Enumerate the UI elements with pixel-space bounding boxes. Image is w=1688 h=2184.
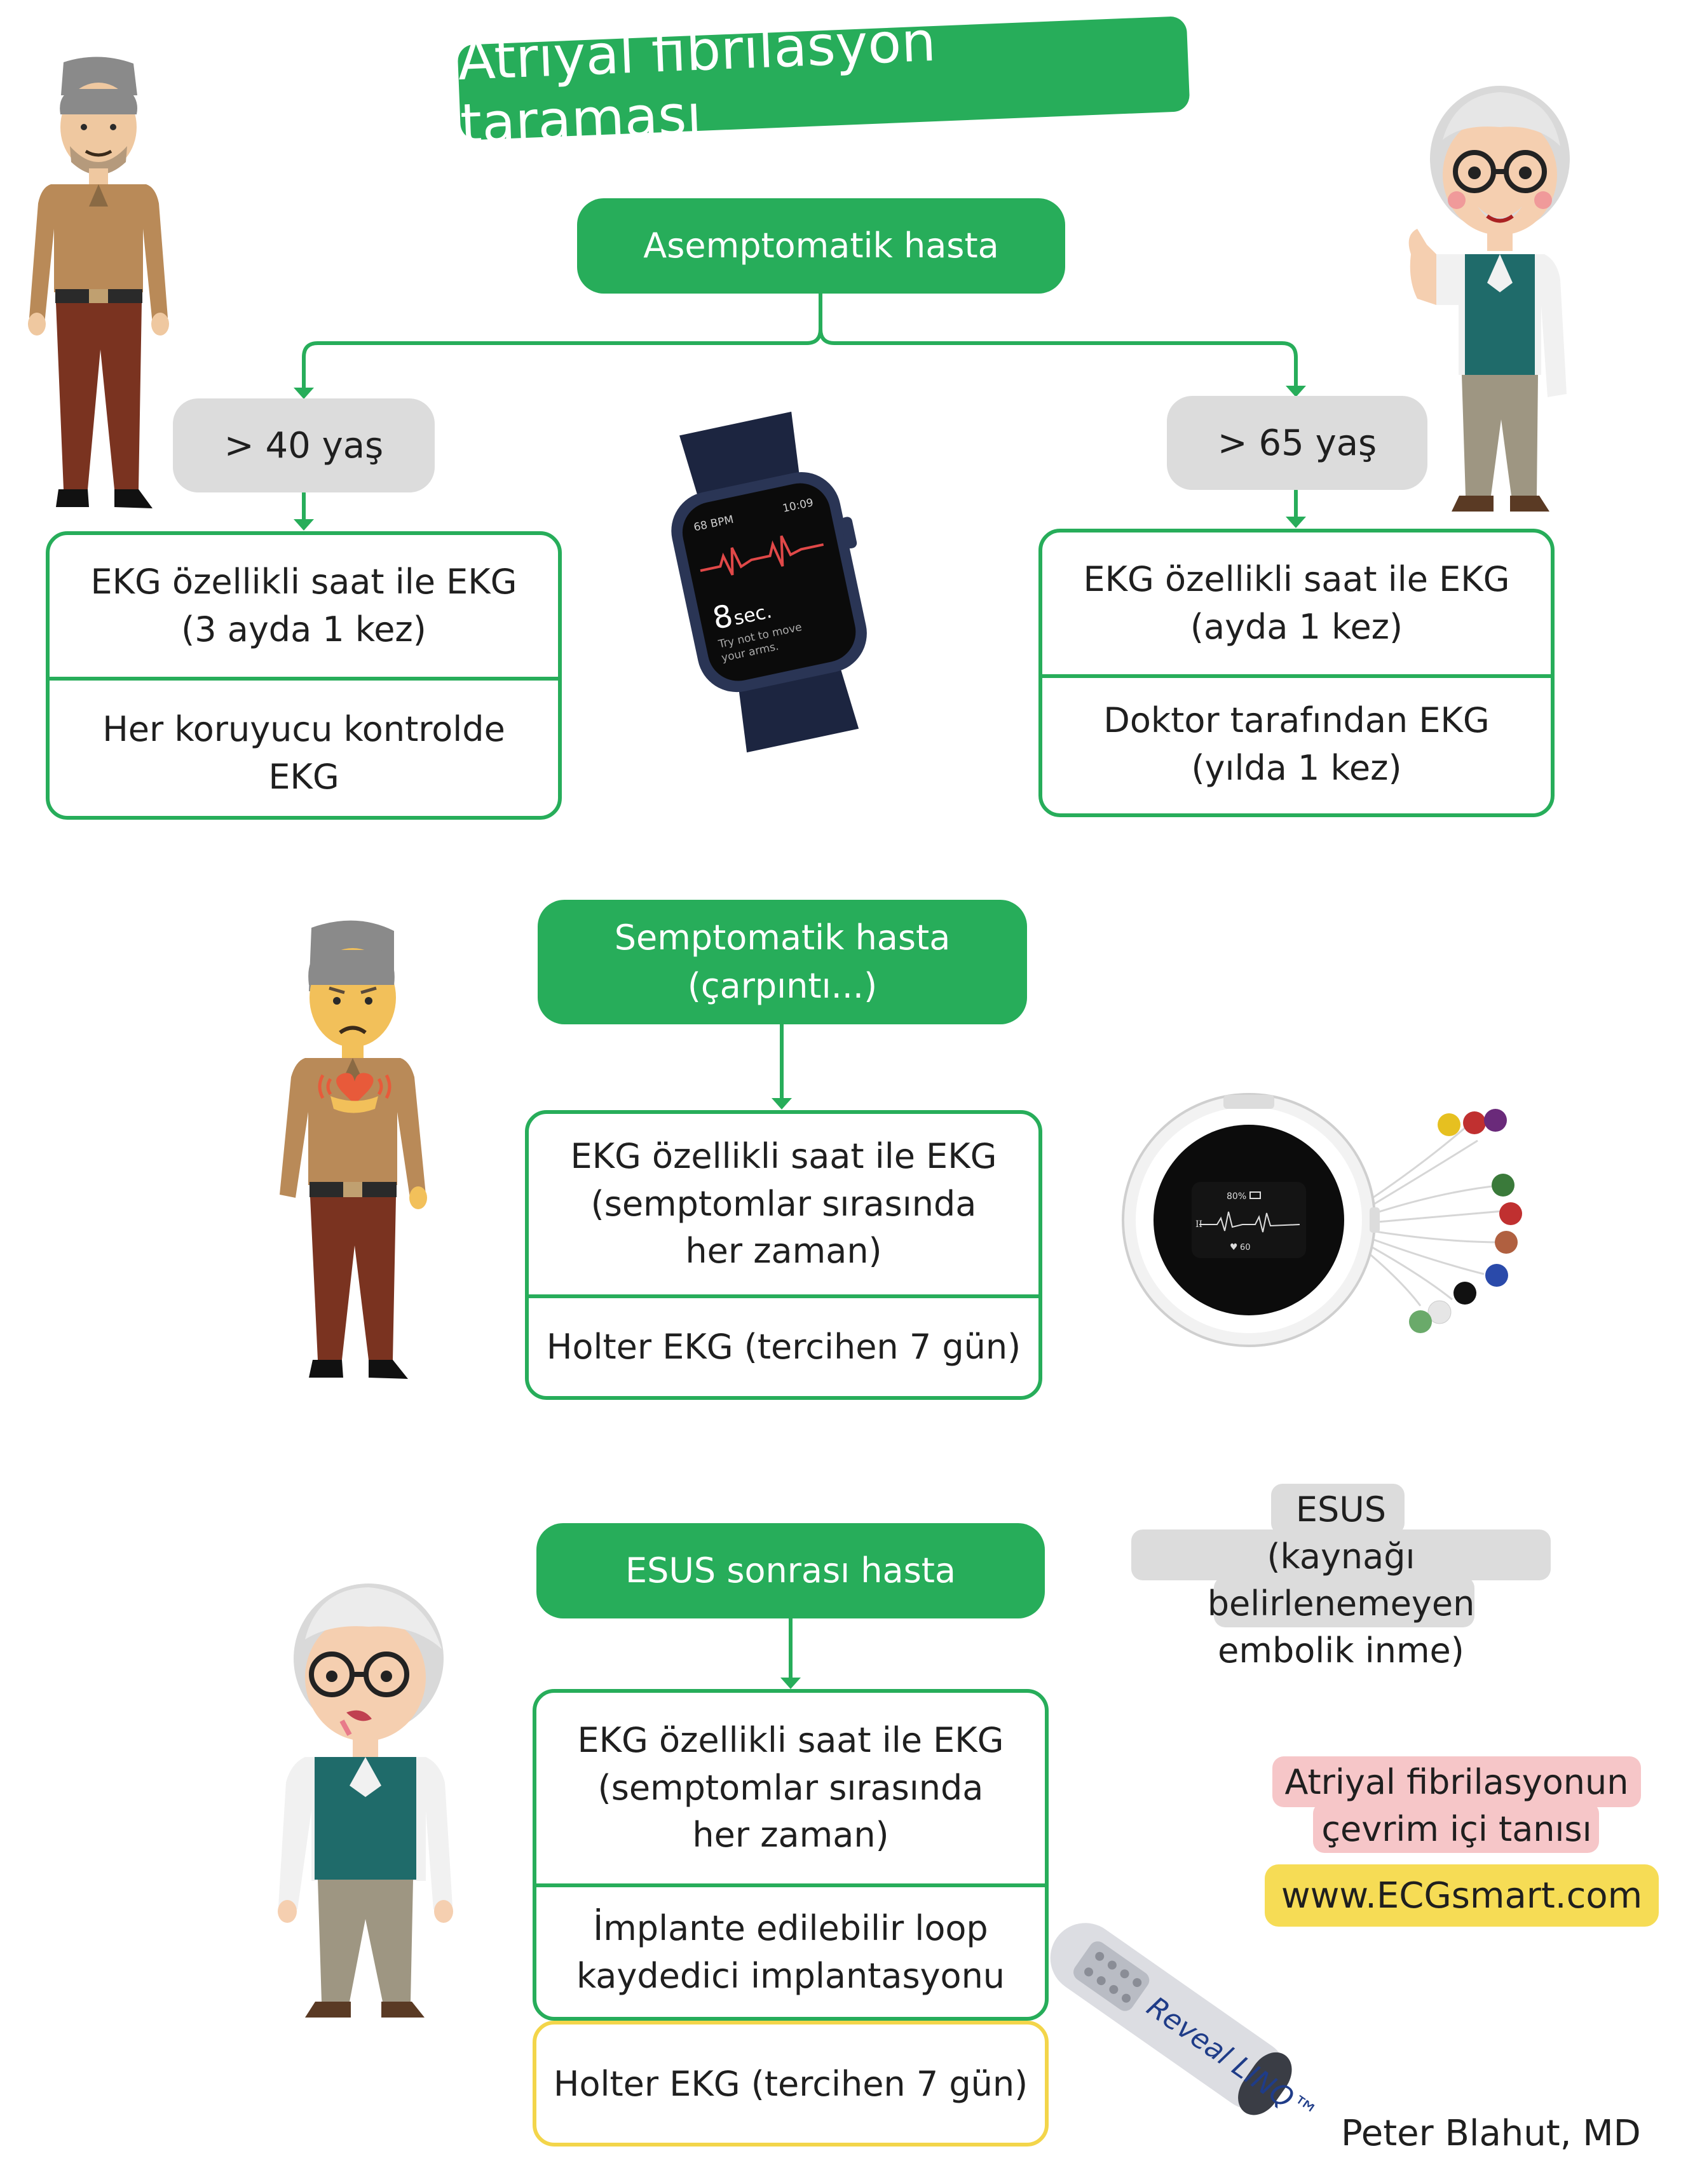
right-box-divider [1042,674,1551,678]
esus-box-line3: her zaman) [692,1815,889,1855]
esus-def-bg2 [1131,1529,1551,1580]
holter-battery: 80% [1227,1191,1246,1202]
left-box-bottom: Her koruyucu kontrolde EKG [50,681,558,797]
man-character-icon [28,57,169,508]
right-box-bottom-line1: Doktor tarafından EKG [1103,700,1490,741]
esus-box-mid-line1: İmplante edilebilir loop [593,1908,988,1949]
holter-heart-icon: ♥ [1230,1242,1238,1252]
holter-hr: 60 [1240,1243,1251,1252]
left-box-top-line1: EKG özellikli saat ile EKG [90,561,517,602]
esus-def-line1: ESUS [1295,1489,1387,1529]
left-screening-box: EKG özellikli saat ile EKG (3 ayda 1 kez… [46,531,562,820]
esus-box-divider [536,1883,1045,1887]
right-box-bottom: Doktor tarafından EKG (yılda 1 kez) [1042,678,1551,811]
left-box-top: EKG özellikli saat ile EKG (3 ayda 1 kez… [50,535,558,677]
esus-box-line2: (semptomlar sırasında [597,1767,984,1808]
symptomatic-box-bottom: Holter EKG (tercihen 7 gün) [529,1298,1038,1396]
symptomatic-header: Semptomatik hasta (çarpıntı...) [538,900,1027,1024]
esus-definition: ESUS (kaynağı belirlenemeyen embolik inm… [1131,1484,1551,1671]
left-box-bottom-text: Her koruyucu kontrolde EKG [102,709,505,797]
promo-block: Atriyal fibrilasyonun çevrim içi tanısı … [1265,1756,1659,1934]
promo-text: Atriyal fibrilasyonun çevrim içi tanısı [1265,1756,1649,1853]
promo-line1: Atriyal fibrilasyonun [1284,1762,1629,1802]
symptomatic-box: EKG özellikli saat ile EKG (semptomlar s… [525,1110,1042,1400]
holter-device-illustration: 80% II ♥ 60 [1122,1093,1522,1347]
right-box-top-line2: (ayda 1 kez) [1190,606,1403,647]
age-badge-65-label: > 65 yaş [1217,422,1377,464]
asymptomatic-header: Asemptomatik hasta [577,198,1065,294]
author-name: Peter Blahut, MD [1341,2113,1641,2154]
elderly-man-confused-icon [278,1584,453,2018]
age-badge-40-label: > 40 yaş [224,424,384,466]
age-badge-65: > 65 yaş [1167,396,1427,490]
left-box-top-line2: (3 ayda 1 kez) [181,609,426,649]
promo-url[interactable]: www.ECGsmart.com [1281,1875,1643,1916]
esus-def-text: ESUS (kaynağı belirlenemeyen embolik inm… [1131,1484,1551,1674]
loop-recorder-label: Reveal LINQ™ [1141,1990,1323,2131]
esus-def-bg3 [1214,1577,1474,1627]
symptomatic-box-divider [529,1294,1038,1298]
esus-box-top: EKG özellikli saat ile EKG (semptomlar s… [536,1693,1045,1883]
esus-def-line3: embolik inme) [1218,1631,1464,1671]
symptomatic-box-line1: EKG özellikli saat ile EKG [570,1136,997,1177]
esus-box-middle: İmplante edilebilir loop kaydedici impla… [536,1887,1045,2018]
symptomatic-box-line3: her zaman) [685,1231,882,1272]
right-box-bottom-line2: (yılda 1 kez) [1191,748,1402,788]
esus-header: ESUS sonrası hasta [536,1523,1045,1618]
age-badge-40: > 40 yaş [173,398,435,492]
right-screening-box: EKG özellikli saat ile EKG (ayda 1 kez) … [1038,529,1555,817]
esus-holter-box: Holter EKG (tercihen 7 gün) [533,2021,1049,2147]
promo-bg-line1 [1272,1756,1641,1807]
elderly-man-thumbsup-icon [1408,86,1570,512]
right-box-top-line1: EKG özellikli saat ile EKG [1083,559,1510,599]
smartwatch-illustration: 68 BPM 10:09 8 sec. Try not to move your… [671,411,867,753]
left-box-divider [50,677,558,681]
esus-box-mid-line2: kaydedici implantasyonu [576,1956,1005,1996]
promo-bg-line2 [1313,1802,1599,1853]
title-banner: Atriyal fibrilasyon taraması [456,10,1190,156]
symptomatic-box-line2: (semptomlar sırasında [590,1183,977,1224]
right-box-top: EKG özellikli saat ile EKG (ayda 1 kez) [1042,532,1551,674]
asymptomatic-header-label: Asemptomatik hasta [643,226,999,266]
esus-box: EKG özellikli saat ile EKG (semptomlar s… [533,1689,1049,2021]
symptomatic-box-bottom-text: Holter EKG (tercihen 7 gün) [546,1326,1021,1367]
symptomatic-header-line1: Semptomatik hasta [614,918,951,958]
holter-lead: II [1195,1219,1202,1230]
esus-def-line2: (kaynağı belirlenemeyen [1207,1536,1475,1624]
man-chest-pain-icon [280,920,427,1379]
esus-header-label: ESUS sonrası hasta [625,1550,956,1591]
symptomatic-box-top: EKG özellikli saat ile EKG (semptomlar s… [529,1114,1038,1294]
promo-line2: çevrim içi tanısı [1321,1809,1592,1849]
esus-box-line1: EKG özellikli saat ile EKG [577,1720,1004,1761]
symptomatic-header-line2: (çarpıntı...) [687,966,878,1006]
esus-def-bg1 [1271,1484,1405,1535]
loop-recorder-illustration: Reveal LINQ™ [1050,1923,1323,2131]
esus-holter-text: Holter EKG (tercihen 7 gün) [553,2063,1028,2104]
author-credit: Peter Blahut, MD [1341,2113,1641,2154]
promo-url-pill: www.ECGsmart.com [1265,1864,1659,1927]
